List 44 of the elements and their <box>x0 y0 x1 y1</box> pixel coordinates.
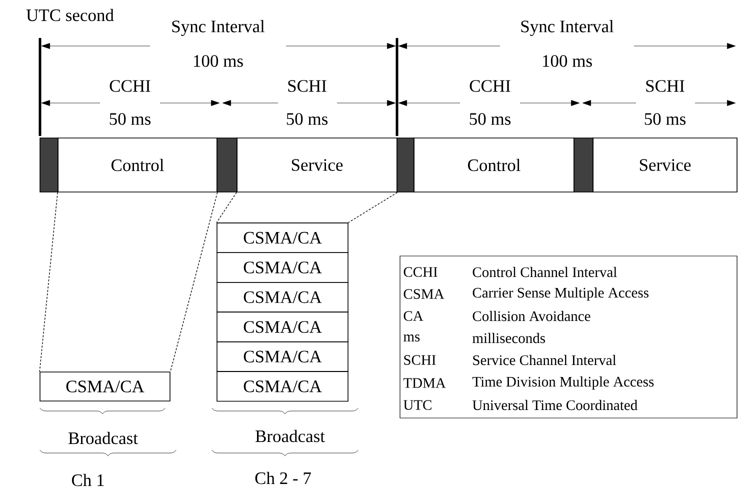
legend-text: UTC <box>404 400 432 410</box>
legend-text: Carrier Sense Multiple Access <box>472 287 648 301</box>
channel-box: CSMA/CA <box>216 222 348 254</box>
brace-label: Ch 1 <box>72 474 104 486</box>
legend-text: CA <box>404 311 424 321</box>
dimension-label: Sync Interval <box>521 20 614 36</box>
guard-interval-bar <box>396 138 414 192</box>
brace-label: Ch 2 - 7 <box>255 472 311 484</box>
channel-box: CSMA/CA <box>216 282 348 312</box>
guard-interval-bar <box>216 138 238 192</box>
legend-text: Time Division Multiple Access <box>472 376 654 390</box>
dimension-label: SCHI <box>288 80 326 92</box>
leader-line <box>216 192 237 223</box>
time-label: UTC second <box>26 8 114 22</box>
dimension-label: 100 ms <box>194 55 243 67</box>
leader-line <box>348 192 398 223</box>
leader-line <box>170 192 218 372</box>
dimension-label: 100 ms <box>543 55 592 67</box>
legend-text: milliseconds <box>472 332 545 344</box>
dimension-label: CCHI <box>110 80 150 92</box>
guard-interval-bar <box>574 138 594 192</box>
legend-text: Collision Avoidance <box>472 310 590 322</box>
dimension-label: Sync Interval <box>172 20 265 36</box>
legend-text: ms <box>404 334 420 342</box>
brace-label: Broadcast <box>256 430 325 442</box>
legend-text: SCHI <box>404 355 436 365</box>
guard-interval-bar <box>40 138 58 192</box>
legend-text: TDMA <box>403 378 446 388</box>
leader-line <box>39 192 58 372</box>
channel-box: CSMA/CA <box>216 252 348 283</box>
channel-box: CSMA/CA <box>40 372 170 402</box>
channel-box: CSMA/CA <box>216 371 348 402</box>
legend-text: Universal Time Coordinated <box>472 400 638 410</box>
brace-label: Broadcast <box>68 432 138 444</box>
dimension-label: 50 ms <box>286 113 328 125</box>
legend-text: CSMA <box>404 289 444 299</box>
legend-text: CCHI <box>404 267 438 277</box>
slot-box: Service <box>592 138 738 192</box>
dimension-label: SCHI <box>646 80 684 92</box>
channel-box: CSMA/CA <box>216 312 348 342</box>
legend-text: Service Channel Interval <box>473 354 616 366</box>
channel-box: CSMA/CA <box>216 341 348 372</box>
legend-text: Control Channel Interval <box>472 266 617 278</box>
dimension-label: CCHI <box>470 80 510 92</box>
